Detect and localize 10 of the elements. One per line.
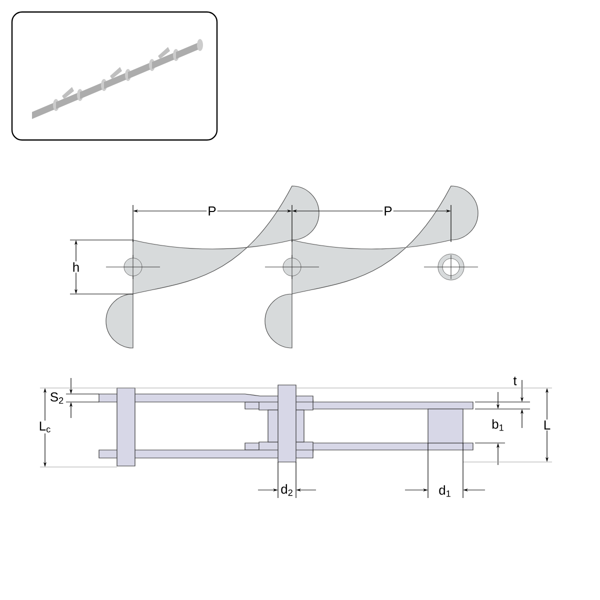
dimension-label: b$_{1}$ xyxy=(490,418,506,432)
dimension-label: P xyxy=(206,206,218,216)
dimension-label: t xyxy=(512,376,518,386)
dimension-label: L xyxy=(542,420,552,430)
dimension-label: L$_{c}$ xyxy=(38,420,52,434)
dimension-label: d$_{1}$ xyxy=(438,484,452,498)
dimension-label: h xyxy=(71,261,81,273)
dimension-label: d$_{2}$ xyxy=(280,483,294,497)
dimension-label: P xyxy=(382,206,394,216)
dimension-label: S$_{2}$ xyxy=(48,391,66,405)
